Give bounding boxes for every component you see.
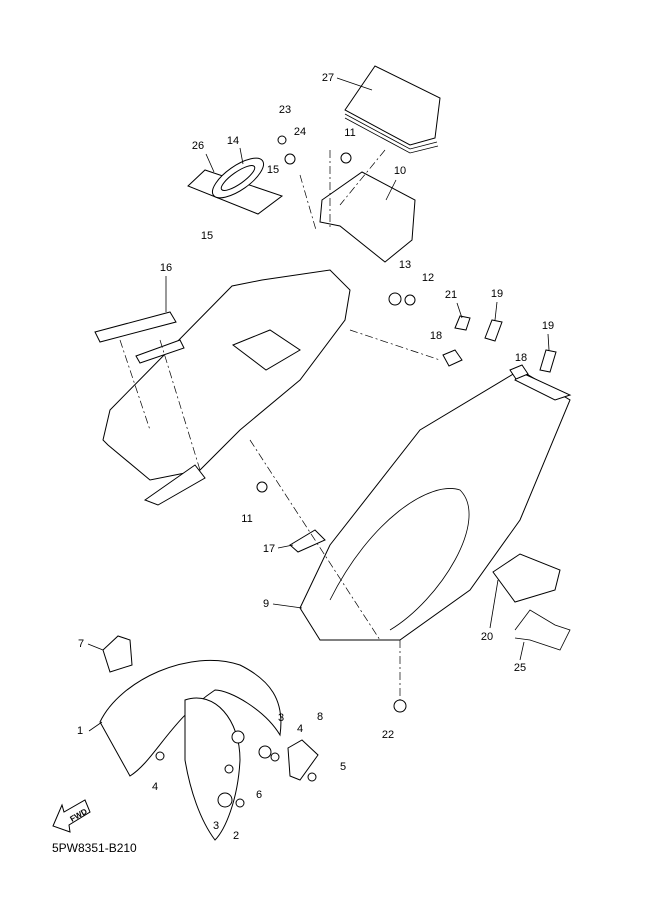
callout-6: 6: [255, 789, 263, 801]
callout-7: 7: [77, 638, 85, 650]
fasteners: [155, 135, 416, 808]
callout-4: 4: [296, 723, 304, 735]
callout-27: 27: [321, 72, 335, 84]
part-18-label-b: [509, 364, 529, 380]
part-20-plate: [492, 553, 561, 603]
callout-20: 20: [480, 631, 494, 643]
callout-9: 9: [262, 598, 270, 610]
part-10-bracket: [319, 171, 416, 263]
callout-14: 14: [226, 135, 240, 147]
part-1-front-fender: [99, 659, 282, 841]
callout-18: 18: [429, 330, 443, 342]
callout-25: 25: [513, 662, 527, 674]
callout-22: 22: [381, 729, 395, 741]
part-9-rear-fender: [299, 369, 572, 641]
callout-19: 19: [490, 288, 504, 300]
callout-5: 5: [339, 761, 347, 773]
callout-15-b: 15: [200, 230, 214, 242]
part-19-label: [484, 319, 503, 342]
callout-21: 21: [444, 289, 458, 301]
callout-13: 13: [398, 259, 412, 271]
part-19-label-b: [539, 349, 557, 373]
callout-3: 3: [277, 712, 285, 724]
callout-3-b: 3: [212, 820, 220, 832]
part-27-owners-manual: [344, 65, 441, 154]
callout-11: 11: [344, 127, 356, 139]
callout-26: 26: [191, 140, 205, 152]
diagram-code: 5PW8351-B210: [52, 841, 137, 855]
callout-10: 10: [393, 165, 407, 177]
callout-18-b: 18: [514, 352, 528, 364]
callout-8: 8: [316, 711, 324, 723]
callout-19-b: 19: [541, 320, 555, 332]
callout-4-b: 4: [151, 781, 159, 793]
leader-lines: [87, 77, 550, 732]
callout-16: 16: [159, 262, 173, 274]
phantom-lines: [119, 149, 441, 700]
part-7-bracket: [102, 635, 133, 673]
callout-15: 15: [266, 164, 280, 176]
part-8-bracket: [287, 739, 319, 781]
callout-12: 12: [421, 272, 435, 284]
part-25-bracket: [514, 609, 571, 651]
part-18-label: [442, 349, 463, 367]
callout-17: 17: [262, 543, 276, 555]
fwd-arrow-icon: FWD: [52, 799, 91, 833]
callout-11-b: 11: [241, 513, 253, 525]
rear-fender-tray: [94, 269, 351, 506]
callout-24: 24: [293, 126, 307, 138]
part-21-clip: [454, 315, 471, 331]
part-26-14-strap: [187, 157, 284, 215]
callout-23: 23: [278, 104, 292, 116]
callout-1: 1: [76, 725, 84, 737]
part-17-label: [289, 529, 326, 553]
callout-2: 2: [232, 830, 240, 842]
